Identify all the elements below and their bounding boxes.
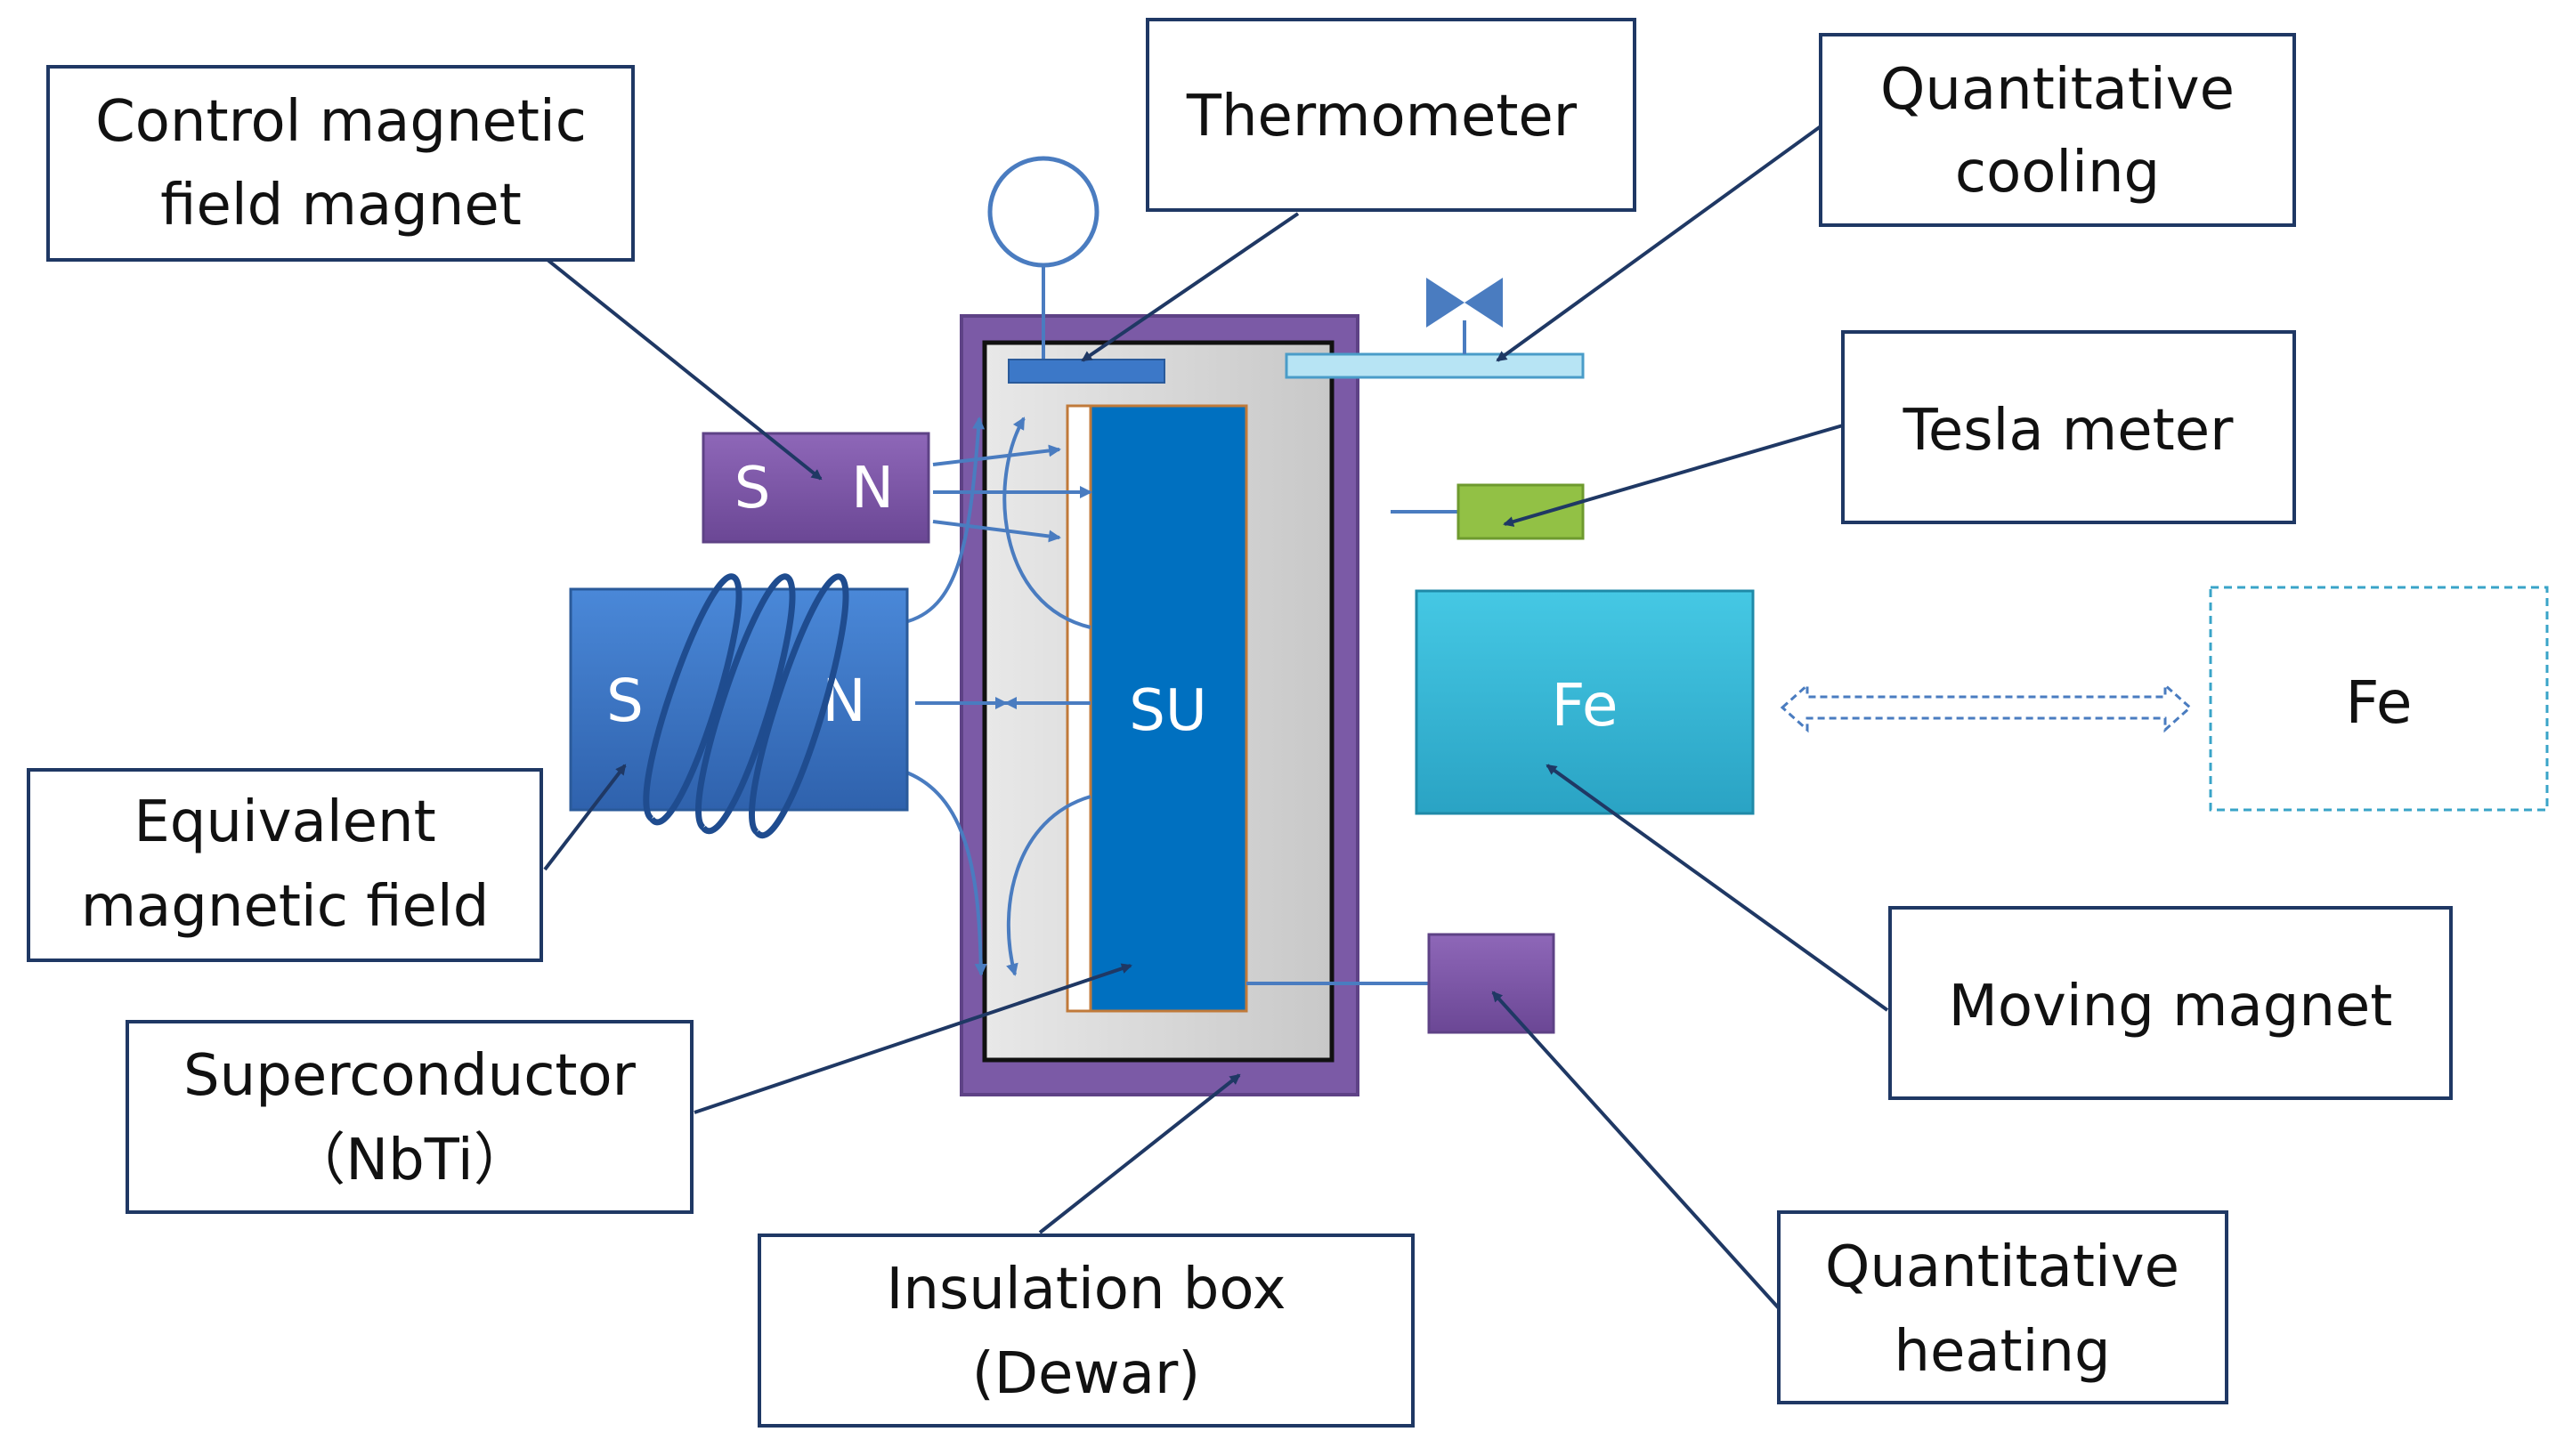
label-equivalent-line2: magnetic field: [81, 874, 490, 940]
label-quantitative-heating: Quantitative heating: [1777, 1210, 2228, 1404]
label-quantitative-cooling: Quantitative cooling: [1819, 33, 2296, 227]
control-magnet-s: S: [734, 456, 771, 522]
coil-winding-icon: [643, 573, 849, 839]
thermometer-probe: [1008, 359, 1165, 384]
label-thermometer-line1: Thermometer: [1186, 84, 1578, 150]
label-superconductor-line2: （NbTi）: [288, 1128, 530, 1193]
superconductor-coating: [1066, 404, 1092, 1013]
fe-ghost-label: Fe: [2346, 668, 2413, 737]
tesla-meter-probe: [1456, 483, 1585, 540]
cooling-pipe: [1285, 352, 1585, 379]
valve-icon: [1426, 278, 1503, 328]
label-control-magnet-line2: field magnet: [160, 173, 522, 239]
label-cooling-line2: cooling: [1955, 140, 2160, 206]
label-control-magnet: Control magnetic field magnet: [46, 65, 635, 262]
fe-block: [1415, 589, 1755, 815]
label-insulation-line1: Insulation box: [887, 1257, 1286, 1323]
thermometer-gauge-icon: [987, 156, 1099, 268]
fe-block-label: Fe: [1552, 671, 1619, 740]
control-magnet-n: N: [851, 456, 894, 522]
label-heating-line1: Quantitative: [1825, 1234, 2179, 1300]
label-tesla-meter-line1: Tesla meter: [1903, 398, 2234, 464]
equivalent-magnet-s: S: [606, 667, 644, 735]
label-equivalent-field: Equivalent magnetic field: [27, 768, 543, 962]
control-magnet: [702, 432, 930, 544]
label-thermometer: Thermometer: [1146, 18, 1636, 212]
heater-block: [1427, 933, 1555, 1034]
leader-lines: [543, 125, 1889, 1310]
fe-ghost-position: [2209, 586, 2549, 812]
label-superconductor: Superconductor （NbTi）: [126, 1020, 694, 1214]
superconductor-label: SU: [1129, 678, 1206, 744]
label-moving-magnet: Moving magnet: [1888, 906, 2453, 1100]
field-lines: [898, 417, 1092, 976]
label-heating-line2: heating: [1894, 1319, 2110, 1385]
superconductor-block: [1089, 404, 1248, 1013]
label-control-magnet-line1: Control magnetic: [95, 89, 587, 155]
label-superconductor-line1: Superconductor: [183, 1043, 637, 1109]
label-insulation-box: Insulation box (Dewar): [758, 1234, 1415, 1428]
label-moving-magnet-line1: Moving magnet: [1949, 974, 2393, 1039]
label-equivalent-line1: Equivalent: [134, 789, 435, 855]
label-cooling-line1: Quantitative: [1880, 57, 2235, 123]
label-insulation-line2: (Dewar): [972, 1341, 1200, 1407]
movement-double-arrow: [1780, 682, 2193, 733]
label-tesla-meter: Tesla meter: [1841, 330, 2296, 524]
